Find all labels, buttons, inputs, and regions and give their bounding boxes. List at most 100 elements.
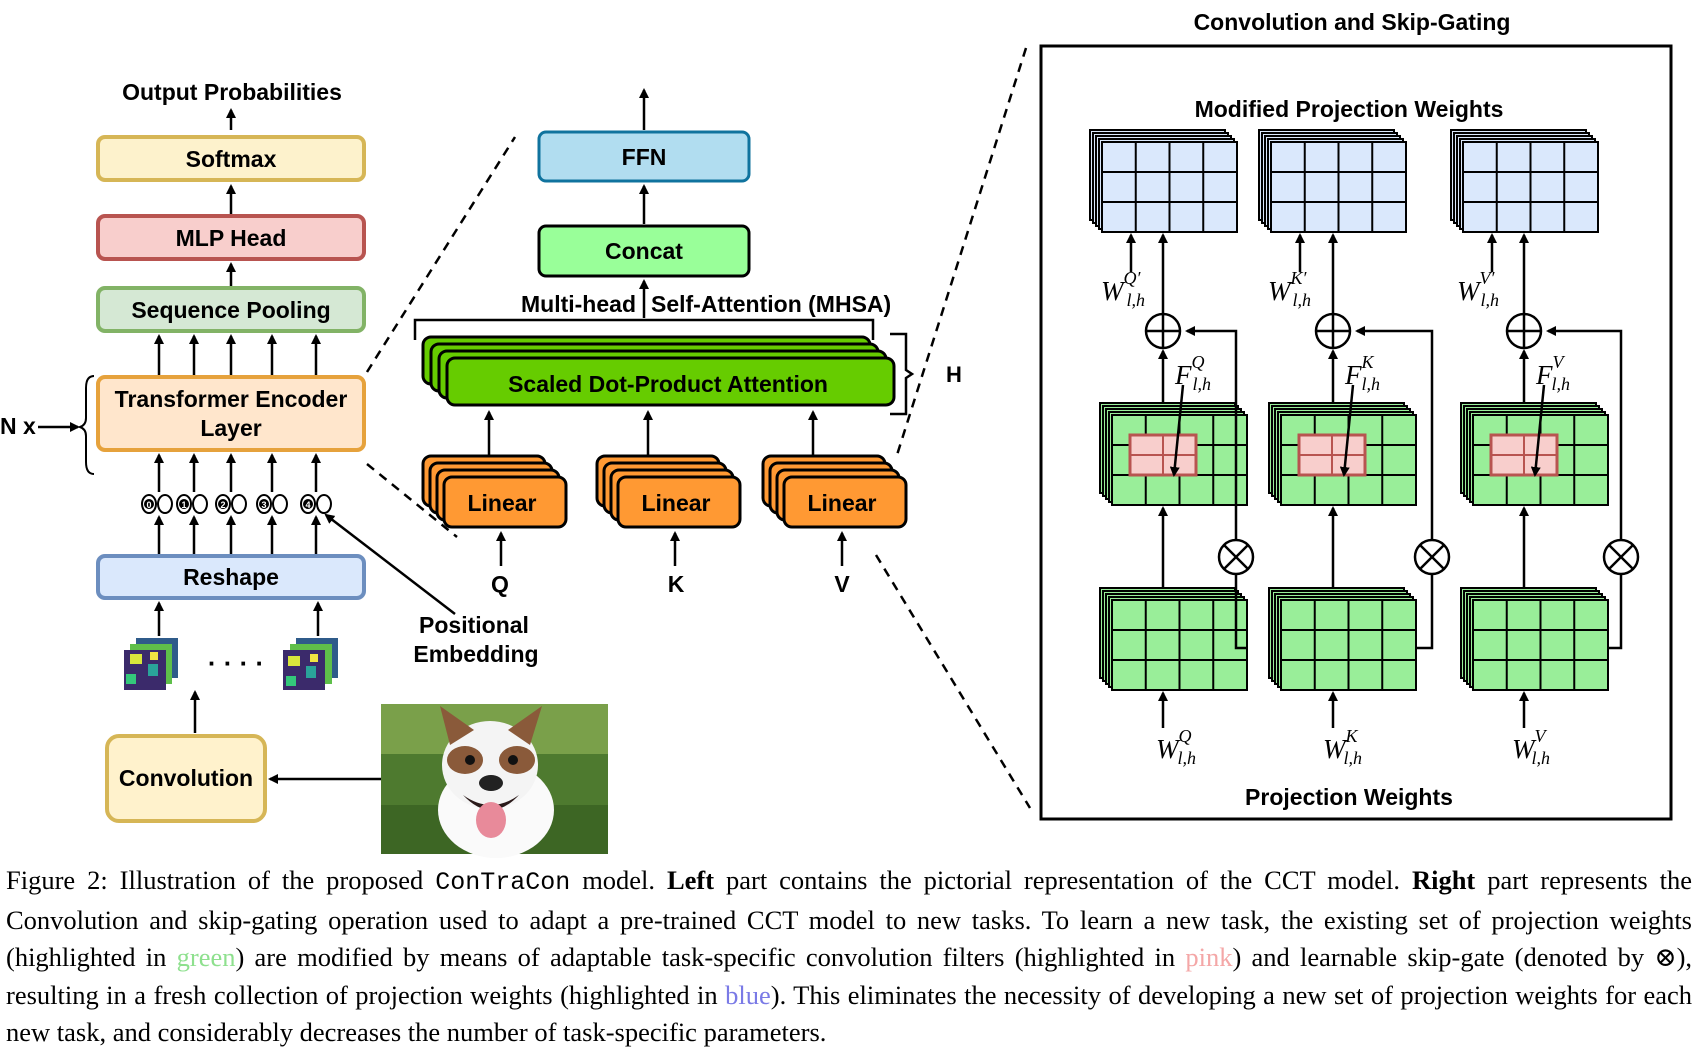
n-times-label: N x bbox=[0, 413, 36, 439]
positional-embedding-label-line1: Positional bbox=[419, 612, 529, 638]
pink-highlight: pink bbox=[1185, 942, 1233, 972]
zoom-lines-left bbox=[365, 136, 517, 538]
svg-text:Transformer Encoder: Transformer Encoder bbox=[115, 386, 348, 412]
feature-map-stack-left bbox=[124, 638, 178, 690]
encoder-to-pooling-arrows bbox=[154, 334, 321, 375]
sdpa-stack: Scaled Dot-Product Attention bbox=[421, 335, 896, 407]
softmax-block: Softmax bbox=[96, 135, 366, 182]
token-3: 3 bbox=[256, 494, 288, 514]
mhsa-title-right: Self-Attention (MHSA) bbox=[651, 291, 891, 317]
sequence-pooling-block: Sequence Pooling bbox=[96, 286, 366, 333]
skip-gate-icon bbox=[1602, 538, 1640, 576]
skip-gate-icon bbox=[1413, 538, 1451, 576]
encoder-brace bbox=[76, 375, 95, 475]
conv-filter-q bbox=[1128, 433, 1198, 477]
architecture-diagram: Output Probabilities Softmax MLP Head Se… bbox=[0, 9, 1673, 858]
linear-to-sdpa-arrows bbox=[484, 410, 818, 455]
token-4: 4 bbox=[300, 494, 332, 514]
modified-weight-label-q: WQ′l,h bbox=[1101, 268, 1145, 310]
ellipsis: · · · · bbox=[208, 648, 264, 678]
svg-text:3: 3 bbox=[261, 500, 266, 510]
token-1: 1 bbox=[176, 494, 208, 514]
projection-weights-q bbox=[1099, 587, 1248, 691]
svg-text:Linear: Linear bbox=[641, 490, 710, 516]
output-probabilities-label: Output Probabilities bbox=[122, 79, 342, 105]
svg-text:Softmax: Softmax bbox=[186, 146, 277, 172]
modified-weights-k bbox=[1258, 129, 1407, 233]
mhsa-module: FFN Concat Multi-head Self-Attention (MH… bbox=[413, 88, 962, 597]
heads-brace bbox=[890, 332, 915, 416]
svg-text:2: 2 bbox=[220, 500, 225, 510]
figure-label: Figure 2: bbox=[6, 865, 108, 895]
reshape-to-token-arrows bbox=[154, 515, 321, 555]
projection-weights-k bbox=[1268, 587, 1417, 691]
concat-block: Concat bbox=[537, 224, 751, 278]
zoom-lines-right bbox=[874, 47, 1032, 809]
svg-text:FFN: FFN bbox=[622, 144, 667, 170]
cct-model: Output Probabilities Softmax MLP Head Se… bbox=[0, 79, 608, 858]
svg-text:Sequence Pooling: Sequence Pooling bbox=[131, 297, 330, 323]
svg-text:Reshape: Reshape bbox=[183, 564, 279, 590]
mhsa-bracket bbox=[413, 318, 875, 340]
transformer-encoder-block: Transformer Encoder Layer bbox=[96, 375, 366, 452]
svg-text:Linear: Linear bbox=[807, 490, 876, 516]
heads-label: H bbox=[946, 362, 962, 387]
linear-q-stack: Linear bbox=[421, 454, 568, 529]
convolution-block: Convolution bbox=[105, 734, 267, 823]
add-icon bbox=[1314, 312, 1352, 350]
input-v-label: V bbox=[834, 571, 850, 597]
green-highlight: green bbox=[176, 942, 236, 972]
conv-filter-v bbox=[1489, 433, 1559, 477]
mlp-head-block: MLP Head bbox=[96, 214, 366, 261]
embedded-tokens: 0 1 2 3 bbox=[141, 494, 332, 514]
conv-filter-k bbox=[1297, 433, 1367, 477]
modified-weight-label-v: WV′l,h bbox=[1457, 268, 1499, 310]
token-to-encoder-arrows bbox=[154, 453, 321, 492]
model-name: ConTraCon bbox=[435, 868, 571, 897]
modified-weight-label-k: WK′l,h bbox=[1268, 268, 1311, 310]
linear-k-stack: Linear bbox=[595, 454, 742, 529]
svg-text:0: 0 bbox=[146, 500, 151, 510]
svg-text:MLP Head: MLP Head bbox=[176, 225, 287, 251]
modified-weights-v bbox=[1450, 129, 1599, 233]
projection-weights-title: Projection Weights bbox=[1245, 784, 1453, 810]
positional-embedding-label-line2: Embedding bbox=[413, 641, 538, 667]
input-q-label: Q bbox=[491, 571, 509, 597]
svg-text:Linear: Linear bbox=[467, 490, 536, 516]
reshape-block: Reshape bbox=[96, 554, 366, 600]
input-k-label: K bbox=[668, 571, 685, 597]
projection-weights-v bbox=[1460, 587, 1609, 691]
feature-map-stack-right bbox=[283, 638, 338, 690]
svg-text:Layer: Layer bbox=[200, 415, 261, 441]
skip-gate-icon bbox=[1217, 538, 1255, 576]
sdpa-label: Scaled Dot-Product Attention bbox=[508, 371, 828, 397]
panel-frame bbox=[1039, 44, 1673, 821]
svg-text:Convolution: Convolution bbox=[119, 765, 253, 791]
mhsa-title-left: Multi-head bbox=[521, 291, 636, 317]
ffn-block: FFN bbox=[537, 130, 751, 183]
panel-title: Convolution and Skip-Gating bbox=[1194, 9, 1511, 35]
gate-symbol: ⊗ bbox=[1654, 942, 1677, 972]
modified-weights-title: Modified Projection Weights bbox=[1195, 96, 1504, 122]
add-icon bbox=[1144, 312, 1182, 350]
modified-weights-q bbox=[1089, 129, 1238, 233]
figure-caption: Figure 2: Illustration of the proposed C… bbox=[6, 865, 1693, 1047]
linear-v-stack: Linear bbox=[761, 454, 908, 529]
blue-highlight: blue bbox=[725, 979, 771, 1010]
token-0: 0 bbox=[141, 494, 173, 514]
svg-text:Concat: Concat bbox=[605, 238, 683, 264]
token-2: 2 bbox=[215, 494, 247, 514]
svg-text:1: 1 bbox=[181, 500, 186, 510]
input-to-linear-arrows bbox=[496, 531, 847, 566]
dog-image bbox=[381, 704, 608, 858]
svg-text:4: 4 bbox=[305, 500, 310, 510]
